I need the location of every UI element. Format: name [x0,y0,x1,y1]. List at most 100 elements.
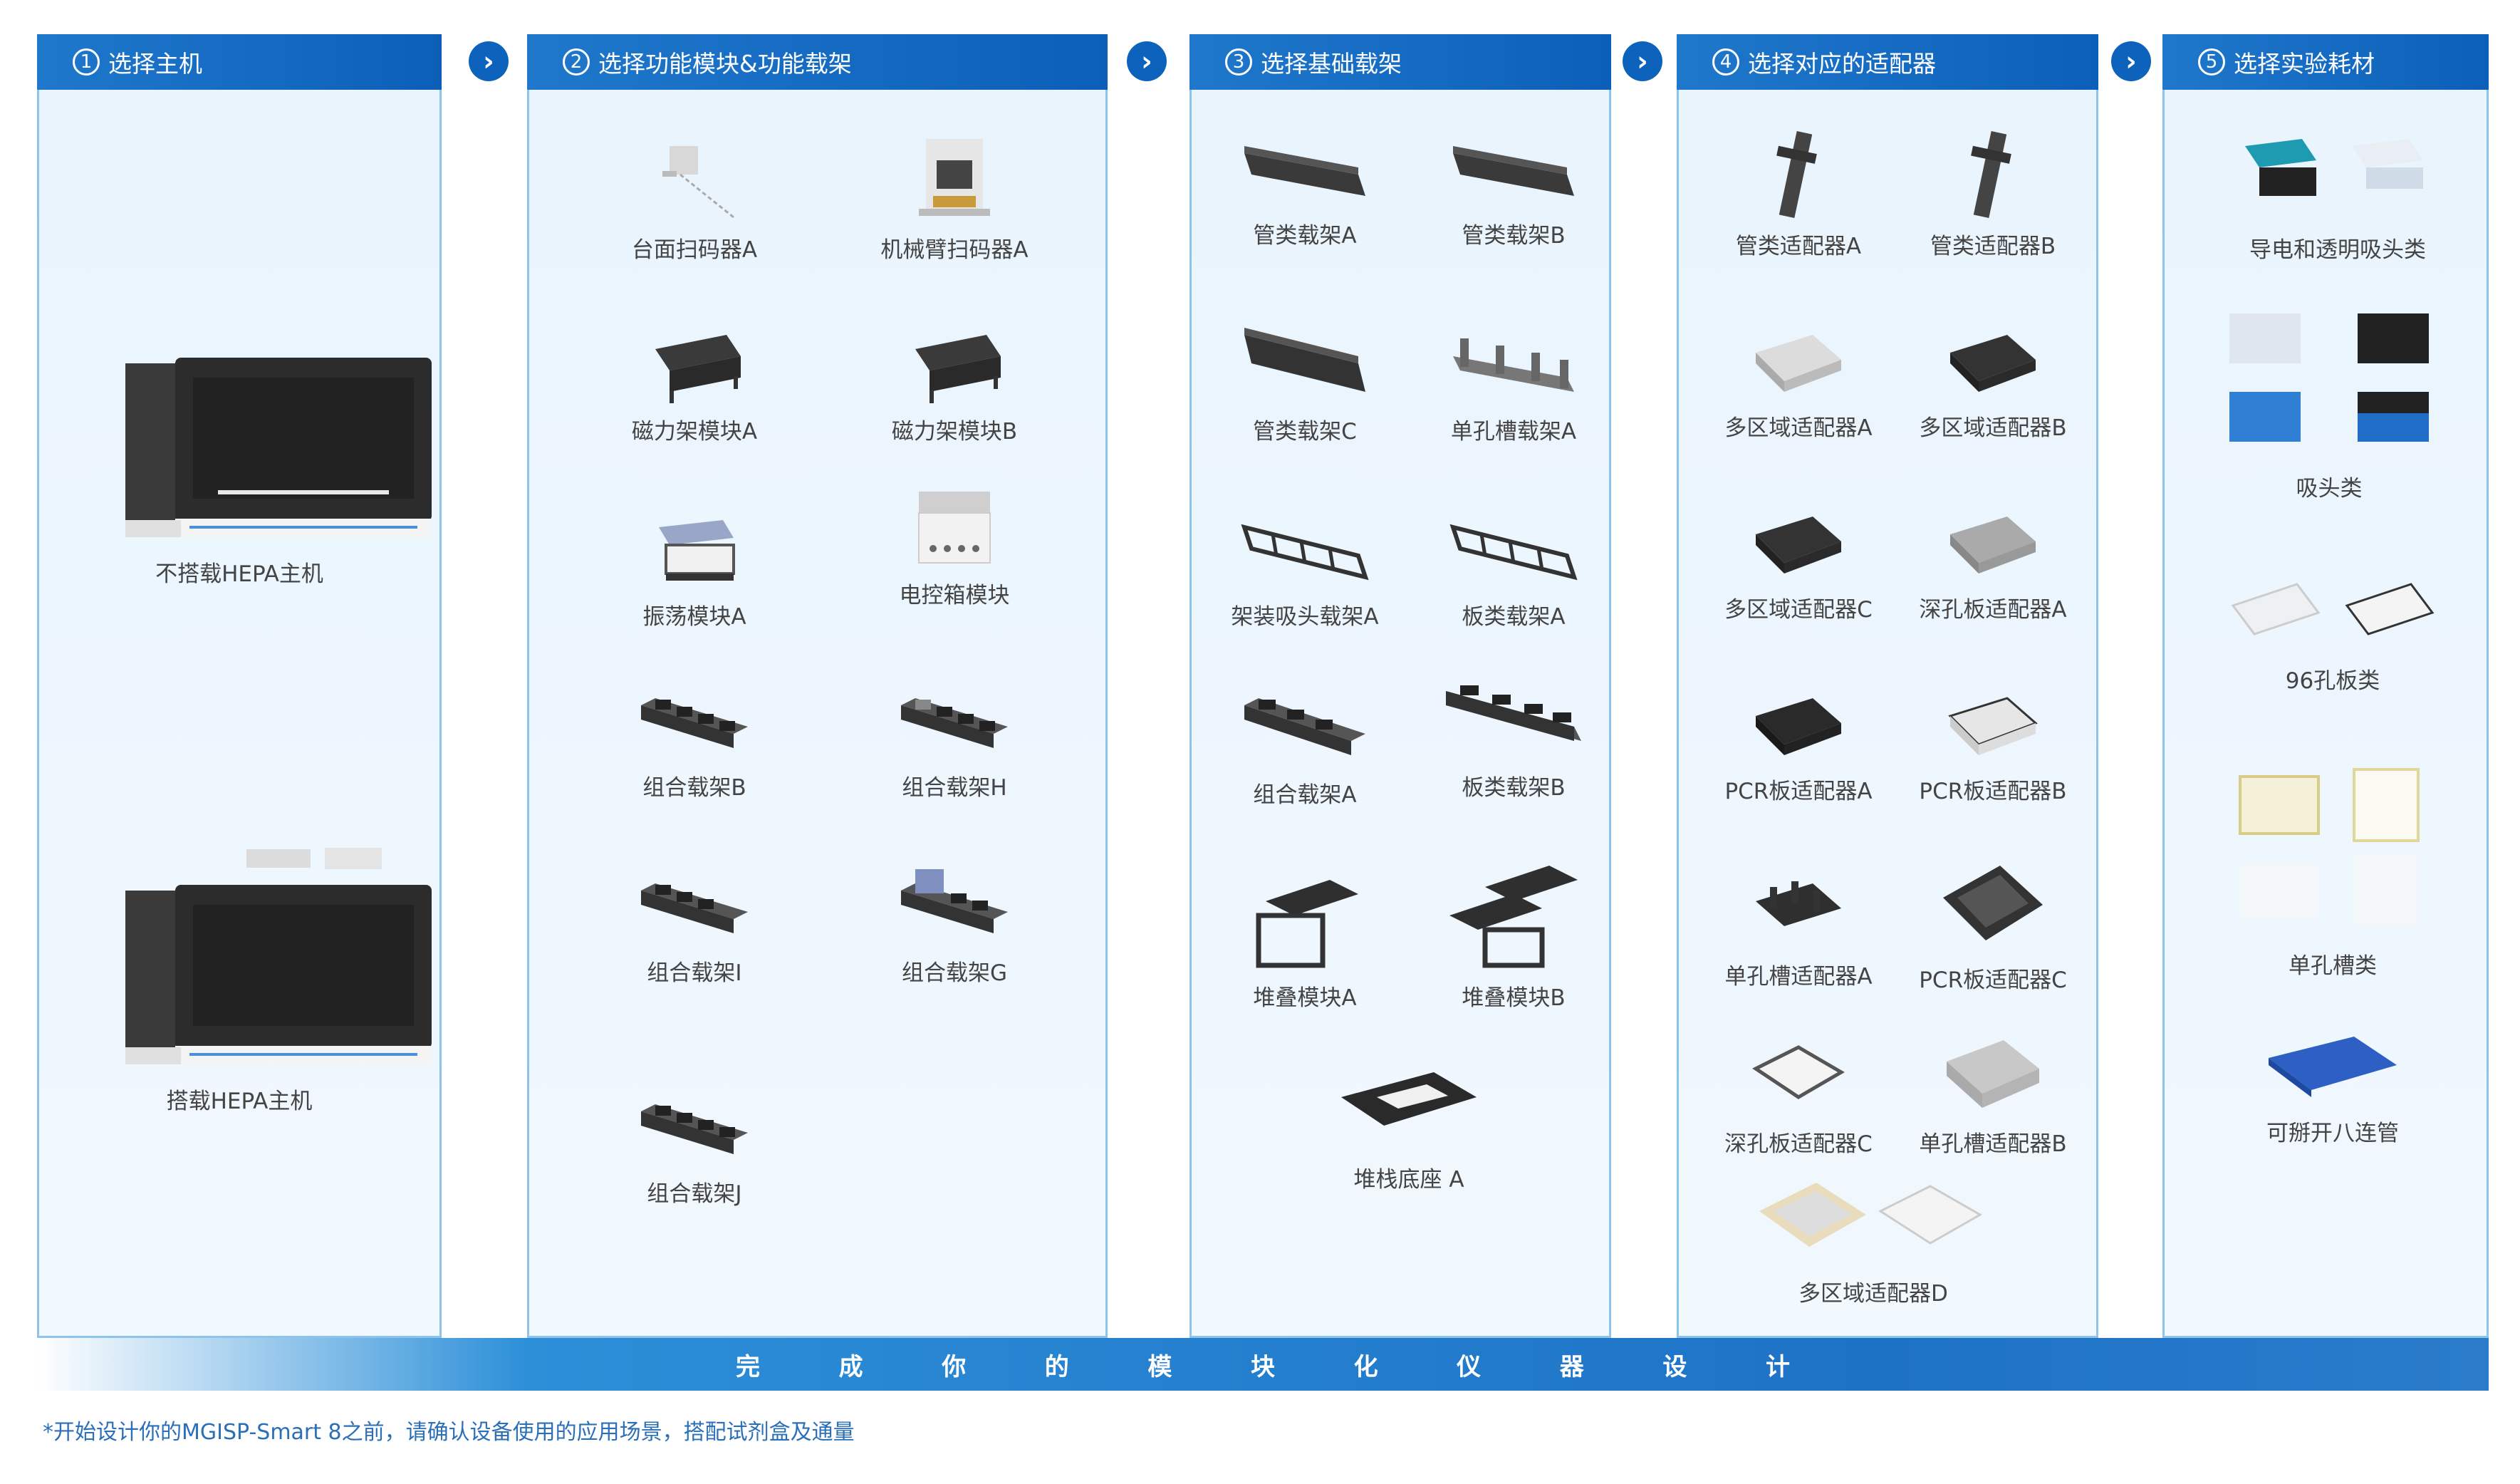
panel-header-consumables: 5 选择实验耗材 [2162,34,2489,90]
pcr-adapter-icon [1756,698,1841,755]
stacker-icon [1449,866,1578,968]
item-label: 多区域适配器D [1798,1281,1948,1307]
carrier-item[interactable]: 管类载架A [1184,139,1426,249]
consumable-item[interactable]: 导电和透明吸头类 [2202,132,2473,264]
adapter-item[interactable]: 多区域适配器C [1677,513,1920,623]
adapter-item[interactable]: 多区域适配器A [1677,331,1920,442]
item-label: 单孔槽适配器A [1724,964,1873,990]
item-label: 振荡模块A [642,604,746,630]
chevron-right-icon: › [1623,41,1662,81]
item-label: 单孔槽适配器B [1919,1131,2067,1157]
item-label: 多区域适配器C [1724,597,1873,623]
item-label: 管类载架C [1253,419,1357,445]
adapter-item[interactable]: 单孔槽适配器A [1677,873,1920,990]
carrier-item[interactable]: 堆叠模块B [1392,866,1635,1012]
module-item[interactable]: 台面扫码器A [573,139,816,264]
adapter-item[interactable]: PCR板适配器C [1872,862,2114,994]
carrier-item[interactable]: 单孔槽载架A [1392,328,1635,445]
module-item[interactable]: 组合载架B [573,684,816,801]
tips-icon [2245,139,2423,196]
module-item[interactable]: 组合载架I [573,869,816,987]
item-label: 深孔板适配器A [1919,597,2067,623]
tube-carrier-icon [1453,146,1574,196]
reservoir-icon [2239,768,2420,926]
adapter-item[interactable]: PCR板适配器B [1872,695,2114,805]
multi-zone-adapter-icon [1759,1183,1983,1247]
footer-slogan: 完 成 你 的 模 块 化 仪 器 设 计 [736,1347,1790,1382]
combo-carrier-icon [1244,698,1365,755]
item-label: PCR板适配器A [1724,779,1873,804]
consumable-item[interactable]: 单孔槽类 [2197,762,2468,980]
module-item[interactable]: 组合载架H [833,684,1076,801]
module-item[interactable]: 磁力架模块B [833,328,1076,445]
module-item[interactable]: 机械臂扫码器A [833,132,1076,264]
item-label: 组合载架A [1253,782,1357,808]
slogan-char: 器 [1559,1352,1584,1381]
step-title: 选择对应的适配器 [1748,50,1936,78]
eight-strip-tube-icon [2269,1037,2397,1097]
slogan-char: 成 [838,1352,863,1381]
panel-header-host: 1 选择主机 [37,34,442,90]
step-number: 3 [1225,48,1252,76]
pcr-adapter-icon [1943,866,2043,940]
combo-carrier-icon [901,869,1008,933]
step-title: 选择功能模块&功能载架 [598,50,852,78]
adapter-item[interactable]: 多区域适配器D [1745,1176,2001,1307]
adapter-item[interactable]: 深孔板适配器A [1872,513,2114,623]
slogan-char: 的 [1044,1352,1069,1381]
host-item[interactable]: 搭载HEPA主机 [118,848,432,1115]
panel-modules: 2 选择功能模块&功能载架 [527,34,1108,1338]
stacker-icon [1256,880,1358,968]
panel-header-carriers: 3 选择基础载架 [1189,34,1611,90]
magnetic-rack-icon [655,335,741,403]
item-label: 多区域适配器B [1919,415,2067,441]
carrier-item[interactable]: 堆栈底座 A [1288,1069,1530,1193]
instrument-illustration [125,848,432,1064]
slogan-char: 完 [736,1352,760,1381]
arm-scanner-icon [919,139,990,216]
chevron-right-icon: › [2111,41,2151,81]
carrier-item[interactable]: 堆叠模块A [1184,873,1426,1012]
chevron-right-icon: › [1127,41,1167,81]
adapter-item[interactable]: 单孔槽适配器B [1872,1033,2114,1158]
carrier-item[interactable]: 管类载架B [1392,139,1635,249]
panel-carriers: 3 选择基础载架 [1189,34,1611,1338]
module-item[interactable]: 组合载架G [833,862,1076,987]
slogan-char: 你 [942,1352,967,1381]
footnote: *开始设计你的MGISP-Smart 8之前，请确认设备使用的应用场景，搭配试剂… [43,1420,855,1445]
trough-adapter-icon [1756,881,1841,926]
adapter-item[interactable]: 深孔板适配器C [1677,1040,1920,1158]
step-number: 1 [73,48,100,76]
module-item[interactable]: 电控箱模块 [833,484,1076,609]
item-label: 组合载架I [647,960,742,986]
carrier-item[interactable]: 板类载架B [1392,677,1635,801]
step-title: 选择基础载架 [1261,50,1402,78]
consumable-item[interactable]: 吸头类 [2194,299,2464,502]
carrier-item[interactable]: 架装吸头载架A [1184,513,1426,631]
consumable-item[interactable]: 96孔板类 [2197,577,2468,695]
adapter-item[interactable]: 管类适配器B [1872,128,2114,260]
carrier-item[interactable]: 管类载架C [1184,321,1426,445]
tip-box-icon [2229,313,2429,442]
plate-carrier-icon [1446,685,1581,741]
shaker-icon [659,520,735,581]
slogan-char: 模 [1147,1352,1172,1381]
module-item[interactable]: 磁力架模块A [573,328,816,445]
module-item[interactable]: 组合载架J [573,1090,816,1208]
item-label: 堆叠模块A [1253,985,1357,1011]
adapter-item[interactable]: PCR板适配器A [1677,695,1920,805]
plate-carrier-icon [1449,524,1578,581]
item-label: 板类载架A [1462,604,1566,630]
step-number: 4 [1712,48,1739,76]
module-item[interactable]: 振荡模块A [573,513,816,631]
host-item[interactable]: 不搭载HEPA主机 [118,349,432,588]
scanner-icon [662,146,734,219]
carrier-item[interactable]: 组合载架A [1184,684,1426,809]
adapter-item[interactable]: 管类适配器A [1677,128,1920,260]
consumable-item[interactable]: 可掰开八连管 [2197,1029,2468,1147]
deep-well-adapter-icon [1752,1045,1845,1099]
carrier-item[interactable]: 板类载架A [1392,513,1635,631]
adapter-item[interactable]: 多区域适配器B [1872,331,2114,442]
tube-carrier-icon [1244,146,1365,196]
combo-carrier-icon [641,1104,748,1154]
